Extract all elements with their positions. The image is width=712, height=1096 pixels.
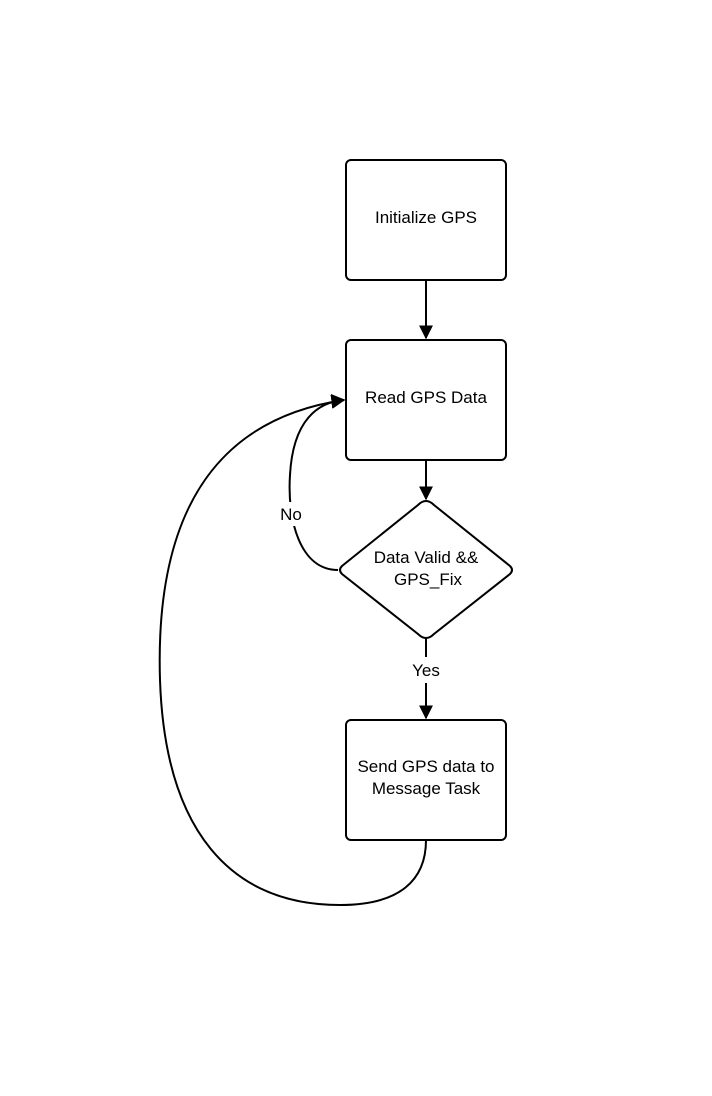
node-send-gps-data-label-line2: Message Task bbox=[372, 779, 481, 798]
node-read-gps-data: Read GPS Data bbox=[345, 339, 507, 461]
edge-label-yes-text: Yes bbox=[412, 661, 440, 680]
node-initialize-gps-label: Initialize GPS bbox=[375, 208, 477, 227]
node-decision-data-valid: Data Valid && GPS_Fix bbox=[339, 499, 513, 640]
edge-label-no: No bbox=[276, 502, 306, 526]
node-initialize-gps: Initialize GPS bbox=[345, 159, 507, 281]
node-send-gps-data: Send GPS data to Message Task bbox=[345, 719, 507, 841]
node-decision-label-line1: Data Valid && bbox=[374, 548, 479, 567]
edge-label-yes: Yes bbox=[406, 657, 446, 683]
node-decision-label-line2: GPS_Fix bbox=[394, 570, 463, 589]
edge-send-to-read bbox=[158, 394, 427, 907]
edge-check-no-to-read bbox=[288, 393, 346, 571]
node-send-gps-data-label-line1: Send GPS data to bbox=[357, 757, 494, 776]
node-read-gps-data-label: Read GPS Data bbox=[365, 388, 487, 407]
edge-label-no-text: No bbox=[280, 505, 302, 524]
